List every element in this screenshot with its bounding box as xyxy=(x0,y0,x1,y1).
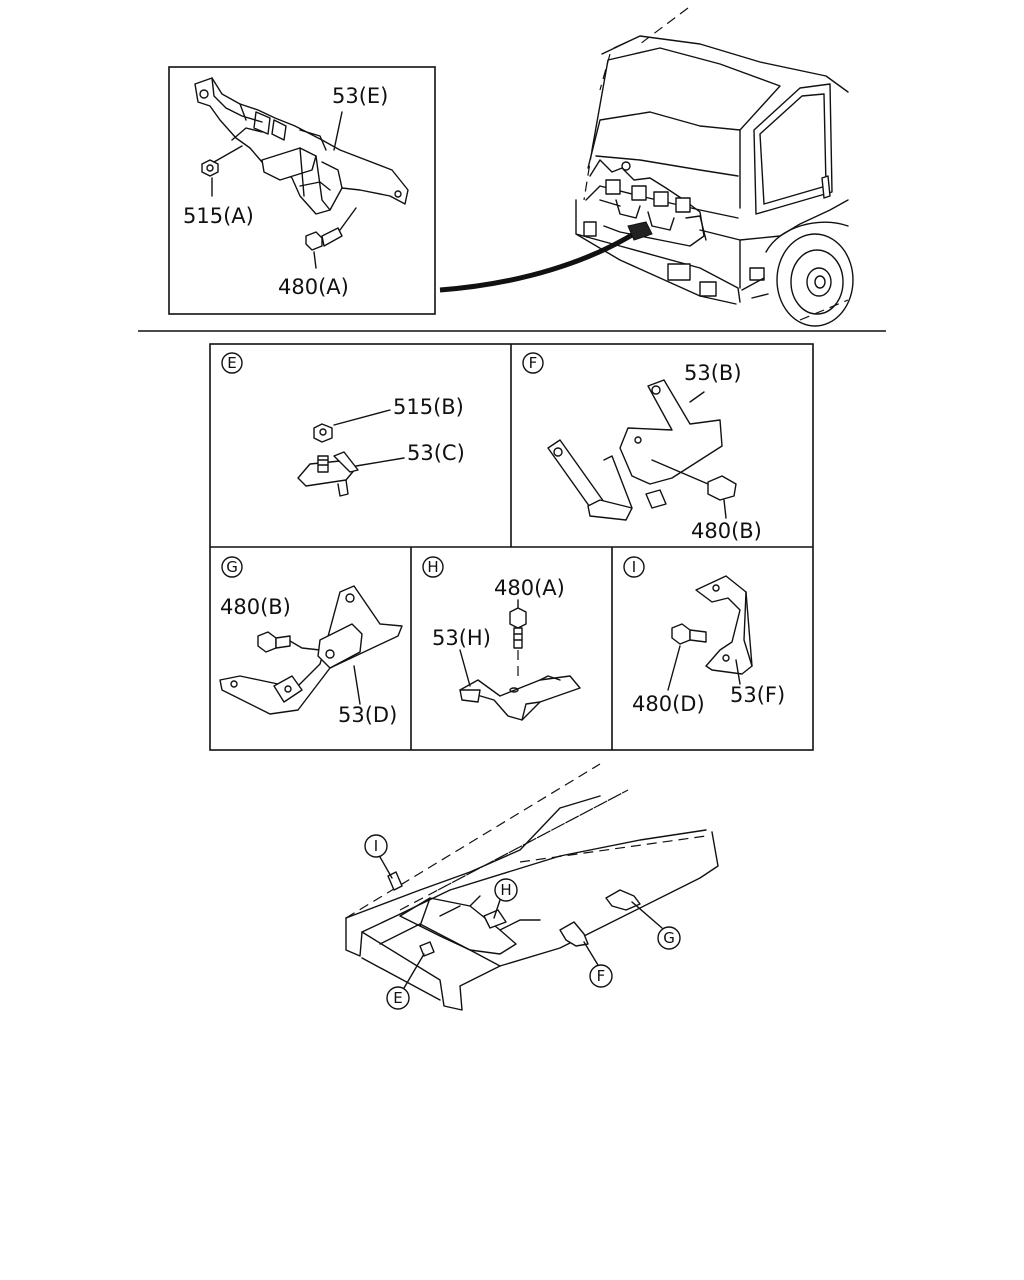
bracket-53b-drawing xyxy=(547,379,723,521)
panel-g: G 480(B) 53(D) xyxy=(219,556,403,727)
label-480b-f: 480(B) xyxy=(691,519,762,543)
chassis-callout-e: E xyxy=(386,953,425,1010)
label-53d: 53(D) xyxy=(338,703,397,727)
panel-f: F 53(B) 480(B) xyxy=(522,352,762,543)
panel-grid xyxy=(209,343,814,751)
chassis-callout-g-label: G xyxy=(663,929,675,947)
label-480a: 480(A) xyxy=(278,275,349,299)
bolt-480d-drawing xyxy=(667,623,707,691)
label-515b: 515(B) xyxy=(393,395,464,419)
panel-g-marker: G xyxy=(226,558,238,576)
chassis-callout-h-label: H xyxy=(500,881,511,899)
chassis-callout-i: I xyxy=(364,834,393,879)
bolt-480a-drawing-h xyxy=(509,599,527,680)
label-53e: 53(E) xyxy=(332,84,388,108)
bracket-53e-drawing xyxy=(194,77,409,215)
label-480d: 480(D) xyxy=(632,692,705,716)
label-515a: 515(A) xyxy=(183,204,254,228)
panel-i-marker-circle xyxy=(623,556,645,578)
bolt-480b-drawing-f xyxy=(651,459,737,519)
panel-g-marker-circle xyxy=(221,556,243,578)
nut-515a-drawing xyxy=(201,145,243,197)
nut-515b-drawing xyxy=(313,423,333,443)
bracket-53h-drawing xyxy=(459,649,581,721)
detail-leader-line xyxy=(439,227,642,293)
chassis-callout-i-label: I xyxy=(374,837,378,855)
panel-h: H 480(A) 53(H) xyxy=(422,556,581,721)
panel-h-marker-circle xyxy=(422,556,444,578)
detail-box: 53(E) 515(A) 480(A) xyxy=(168,66,436,315)
label-53b: 53(B) xyxy=(684,361,742,385)
panel-i-marker: I xyxy=(632,558,636,576)
bracket-53f-drawing xyxy=(695,575,753,685)
chassis-callout-e-label: E xyxy=(393,989,402,1007)
label-53h: 53(H) xyxy=(432,626,491,650)
panel-f-marker-circle xyxy=(522,352,544,374)
label-53f: 53(F) xyxy=(730,683,785,707)
panel-f-marker: F xyxy=(529,354,538,372)
panel-e-marker: E xyxy=(227,354,236,372)
bolt-480b-drawing-g xyxy=(257,631,321,653)
chassis-callout-f-label: F xyxy=(597,967,606,985)
label-53c: 53(C) xyxy=(407,441,465,465)
chassis-callout-h: H xyxy=(493,878,518,919)
detail-box-frame xyxy=(168,66,436,315)
label-480b-g: 480(B) xyxy=(220,595,291,619)
panel-h-marker: H xyxy=(427,558,438,576)
truck-cab-drawing xyxy=(575,7,854,327)
panel-e-marker-circle xyxy=(221,352,243,374)
chassis-callout-f: F xyxy=(583,941,613,988)
bolt-480a-drawing xyxy=(305,111,357,269)
panel-e: E 515(B) 53(C) xyxy=(221,352,465,497)
chassis-frame-drawing xyxy=(345,763,719,1011)
bracket-53c-drawing xyxy=(297,451,405,497)
label-480a-h: 480(A) xyxy=(494,576,565,600)
panel-i: I 480(D) 53(F) xyxy=(623,556,785,716)
bracket-53d-drawing xyxy=(219,585,403,715)
chassis-callout-g: G xyxy=(631,901,681,950)
